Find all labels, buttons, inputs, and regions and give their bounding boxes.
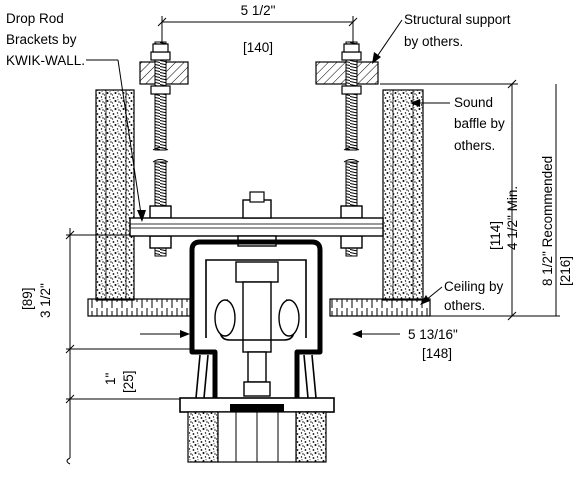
bracket-plate [129,217,384,237]
ceiling-left [87,298,191,317]
track-channel [189,239,323,355]
dim-top-width-metric: [140] [243,40,273,55]
label-structural-2: by others. [404,34,463,49]
dim-rec-imperial: 8 1/2" Recommended [540,156,555,286]
dim-gap-metric: [25] [121,370,136,393]
dim-min-metric: [114] [488,221,503,250]
drop-rod-right [340,41,363,257]
dim-left-imperial: 3 1/2" [38,283,53,318]
leader-drop-rod [86,59,146,222]
leader-sound [410,99,450,107]
dim-left-metric: [89] [20,287,35,310]
leader-ceiling [420,286,443,305]
label-ceiling-1: Ceiling by [444,279,504,294]
dim-gap-imperial: 1" [103,372,118,385]
trolley-carrier [214,261,300,397]
ceiling-right [329,298,431,317]
label-drop-rod-3: KWIK-WALL. [6,53,85,68]
drop-rod-left [149,41,172,257]
dim-right-min [380,79,560,321]
label-drop-rod-2: Brackets by [6,32,77,47]
sound-baffle-left [95,89,135,301]
dim-bottom-width [140,330,400,338]
leader-structural [372,19,403,64]
dim-top-width-imperial: 5 1/2" [241,3,276,18]
label-sound-3: others. [454,138,495,153]
dim-bottom-width-imperial: 5 13/16" [408,327,458,342]
panel-top [179,349,335,463]
label-ceiling-2: others. [444,298,485,313]
label-structural-1: Structural support [404,12,511,27]
sound-baffle-right [382,89,424,301]
label-sound-1: Sound [454,95,493,110]
dim-rec-metric: [216] [558,256,573,286]
dim-min-imperial: 4 1/2" Min. [505,186,520,250]
label-drop-rod-1: Drop Rod [6,11,64,26]
dim-left-height [65,228,194,465]
label-sound-2: baffle by [454,116,505,131]
dim-bottom-width-metric: [148] [422,346,452,361]
dim-top-width [157,16,358,42]
